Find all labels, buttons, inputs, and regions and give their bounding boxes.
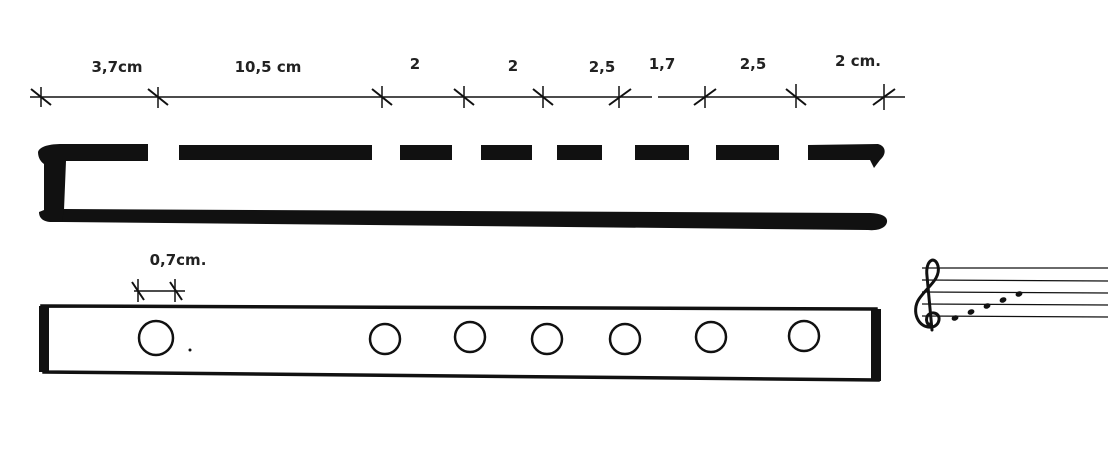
- treble-clef-icon: [914, 258, 941, 332]
- note-1: [951, 315, 959, 321]
- flute-top-view: [39, 304, 881, 382]
- music-staff: [914, 258, 1109, 332]
- segment-label-2: 10,5 cm: [235, 58, 302, 76]
- dimension-ruler: 3,7cm 10,5 cm 2 2 2,5 1,7 2,5 2 cm.: [30, 52, 905, 110]
- note-4: [999, 297, 1007, 303]
- top-view-left-end: [39, 306, 49, 372]
- finger-hole-2: [453, 320, 487, 354]
- staff-line-4: [921, 303, 1109, 306]
- flute-side-view: [38, 144, 888, 231]
- embouchure-hole: [137, 319, 175, 357]
- finger-hole-4: [608, 322, 642, 356]
- note-3: [983, 303, 991, 309]
- segment-label-6: 1,7: [649, 55, 676, 73]
- mouthpiece-end: [38, 144, 148, 222]
- tick-mark-8: [785, 84, 807, 108]
- tube-top-segment-2: [400, 145, 452, 160]
- staff-line-5: [921, 315, 1109, 318]
- tick-mark-9: [872, 84, 896, 110]
- tube-top-end-segment: [808, 144, 885, 168]
- hole-diameter-dimension: 0,7cm.: [131, 251, 207, 302]
- tube-top-segment-1: [179, 145, 372, 160]
- tick-mark-1: [30, 87, 52, 107]
- segment-label-7: 2,5: [740, 55, 767, 73]
- tube-top-segment-3: [481, 145, 532, 160]
- tube-top-segment-6: [716, 145, 779, 160]
- staff-line-2: [921, 279, 1109, 282]
- tick-mark-5: [532, 86, 554, 108]
- segment-label-5: 2,5: [589, 58, 616, 76]
- ink-dot: [188, 348, 192, 352]
- segment-label-8: 2 cm.: [835, 52, 881, 70]
- finger-hole-1: [368, 322, 402, 356]
- tick-mark-4: [453, 86, 475, 108]
- staff-line-3: [921, 291, 1109, 294]
- tube-top-segment-5: [635, 145, 689, 160]
- note-2: [967, 309, 975, 315]
- tick-mark-6: [608, 86, 632, 108]
- tick-mark-2: [147, 87, 169, 108]
- finger-hole-6: [787, 319, 821, 353]
- segment-label-4: 2: [508, 57, 518, 75]
- finger-hole-5: [694, 320, 728, 354]
- segment-label-3: 2: [410, 55, 420, 73]
- top-view-right-end: [871, 309, 881, 381]
- finger-hole-3: [530, 322, 564, 356]
- tube-top-segment-4: [557, 145, 602, 160]
- tick-mark-3: [371, 86, 393, 108]
- staff-notes: [951, 291, 1023, 321]
- tube-bottom-wall: [62, 209, 888, 231]
- note-5: [1015, 291, 1023, 297]
- segment-label-1: 3,7cm: [91, 58, 142, 76]
- hole-diameter-label: 0,7cm.: [150, 251, 207, 269]
- tick-mark-7: [693, 86, 717, 108]
